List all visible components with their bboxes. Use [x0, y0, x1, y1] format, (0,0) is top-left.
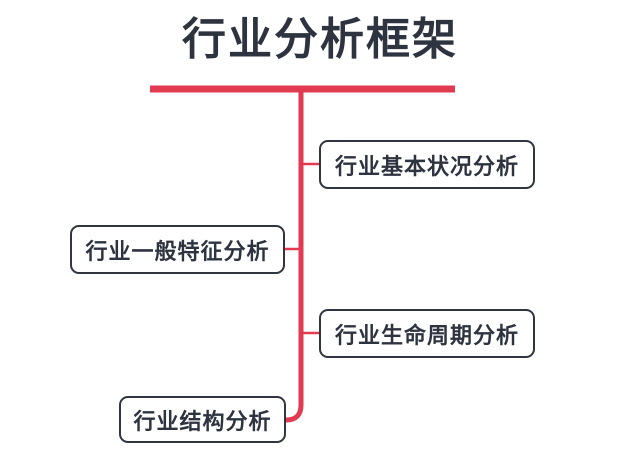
node-industry-basic-status[interactable]: 行业基本状况分析: [319, 140, 535, 189]
node-industry-life-cycle[interactable]: 行业生命周期分析: [319, 309, 535, 358]
node-label: 行业结构分析: [133, 409, 272, 435]
node-label: 行业基本状况分析: [334, 154, 519, 180]
node-label: 行业一般特征分析: [85, 239, 270, 265]
spine-line: [285, 89, 304, 423]
page-title: 行业分析框架: [182, 14, 458, 65]
node-industry-general-characteristics[interactable]: 行业一般特征分析: [70, 225, 285, 274]
node-industry-structure[interactable]: 行业结构分析: [119, 396, 286, 443]
node-label: 行业生命周期分析: [334, 323, 519, 349]
